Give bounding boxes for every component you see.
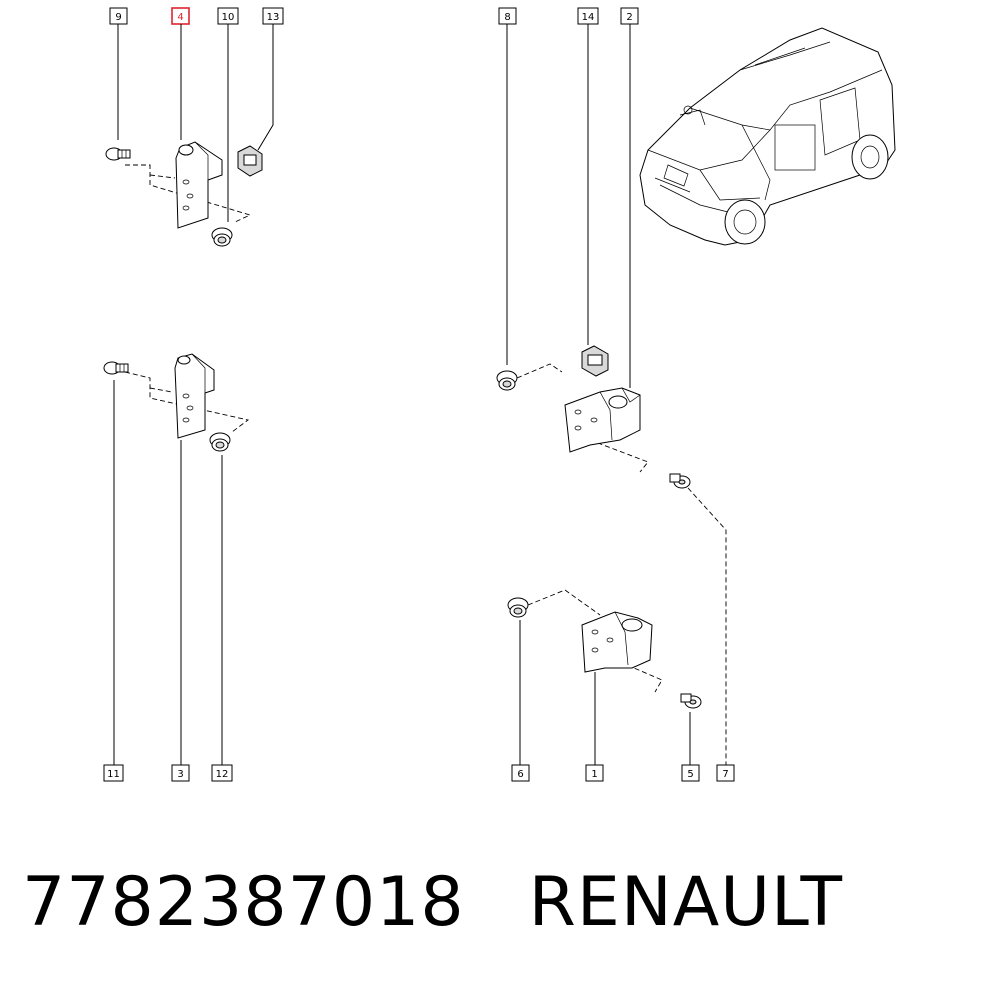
bolt-icon [680, 693, 702, 709]
door-hinge-icon [581, 611, 653, 673]
callout-label: 9 [115, 12, 121, 23]
callout-label: 13 [267, 12, 280, 23]
leader-lines [113, 24, 727, 765]
callout-13[interactable]: 13 [262, 7, 284, 25]
nut-icon [209, 432, 231, 452]
callout-7[interactable]: 7 [716, 764, 735, 782]
bolt-icon [105, 147, 131, 161]
callout-10[interactable]: 10 [217, 7, 239, 25]
bolt-icon [669, 473, 691, 489]
callout-5[interactable]: 5 [681, 764, 700, 782]
callout-4[interactable]: 4 [171, 7, 190, 25]
callout-label: 6 [517, 769, 523, 780]
callout-11[interactable]: 11 [103, 764, 124, 782]
callout-label: 11 [107, 769, 120, 780]
brand-name: RENAULT [528, 863, 844, 942]
clip-icon [581, 345, 609, 377]
parts-diagram: 9 4 10 13 8 14 2 11 3 12 6 1 [103, 7, 896, 782]
hinge-assembly-lower-left [103, 353, 250, 452]
callout-label: 4 [177, 12, 183, 23]
callout-2[interactable]: 2 [620, 7, 639, 25]
nut-icon [507, 597, 529, 618]
callout-label: 12 [216, 769, 229, 780]
hinge-assembly-lower-right [507, 589, 702, 709]
callout-3[interactable]: 3 [171, 764, 190, 782]
vehicle-illustration [639, 27, 896, 246]
callout-8[interactable]: 8 [498, 7, 517, 25]
callout-9[interactable]: 9 [109, 7, 128, 25]
callout-14[interactable]: 14 [577, 7, 599, 25]
nut-icon [496, 370, 518, 391]
callout-12[interactable]: 12 [211, 764, 233, 782]
callout-label: 5 [687, 769, 693, 780]
bolt-icon [103, 361, 129, 375]
caption: 7782387018 RENAULT [22, 858, 843, 948]
callout-label: 1 [591, 769, 597, 780]
door-hinge-icon [175, 141, 223, 229]
nut-icon [211, 227, 233, 247]
callout-label: 10 [222, 12, 235, 23]
callout-label: 2 [626, 12, 632, 23]
callout-6[interactable]: 6 [511, 764, 530, 782]
part-number: 7782387018 [22, 863, 465, 942]
callout-label: 14 [582, 12, 595, 23]
callout-1[interactable]: 1 [585, 764, 604, 782]
callout-label: 7 [722, 769, 728, 780]
clip-icon [237, 145, 263, 177]
door-hinge-icon [174, 353, 215, 439]
door-hinge-icon [564, 387, 641, 453]
callout-label: 3 [177, 769, 183, 780]
callout-label: 8 [504, 12, 510, 23]
hinge-assembly-upper-right [496, 345, 691, 489]
hinge-assembly-upper-left [105, 141, 263, 247]
